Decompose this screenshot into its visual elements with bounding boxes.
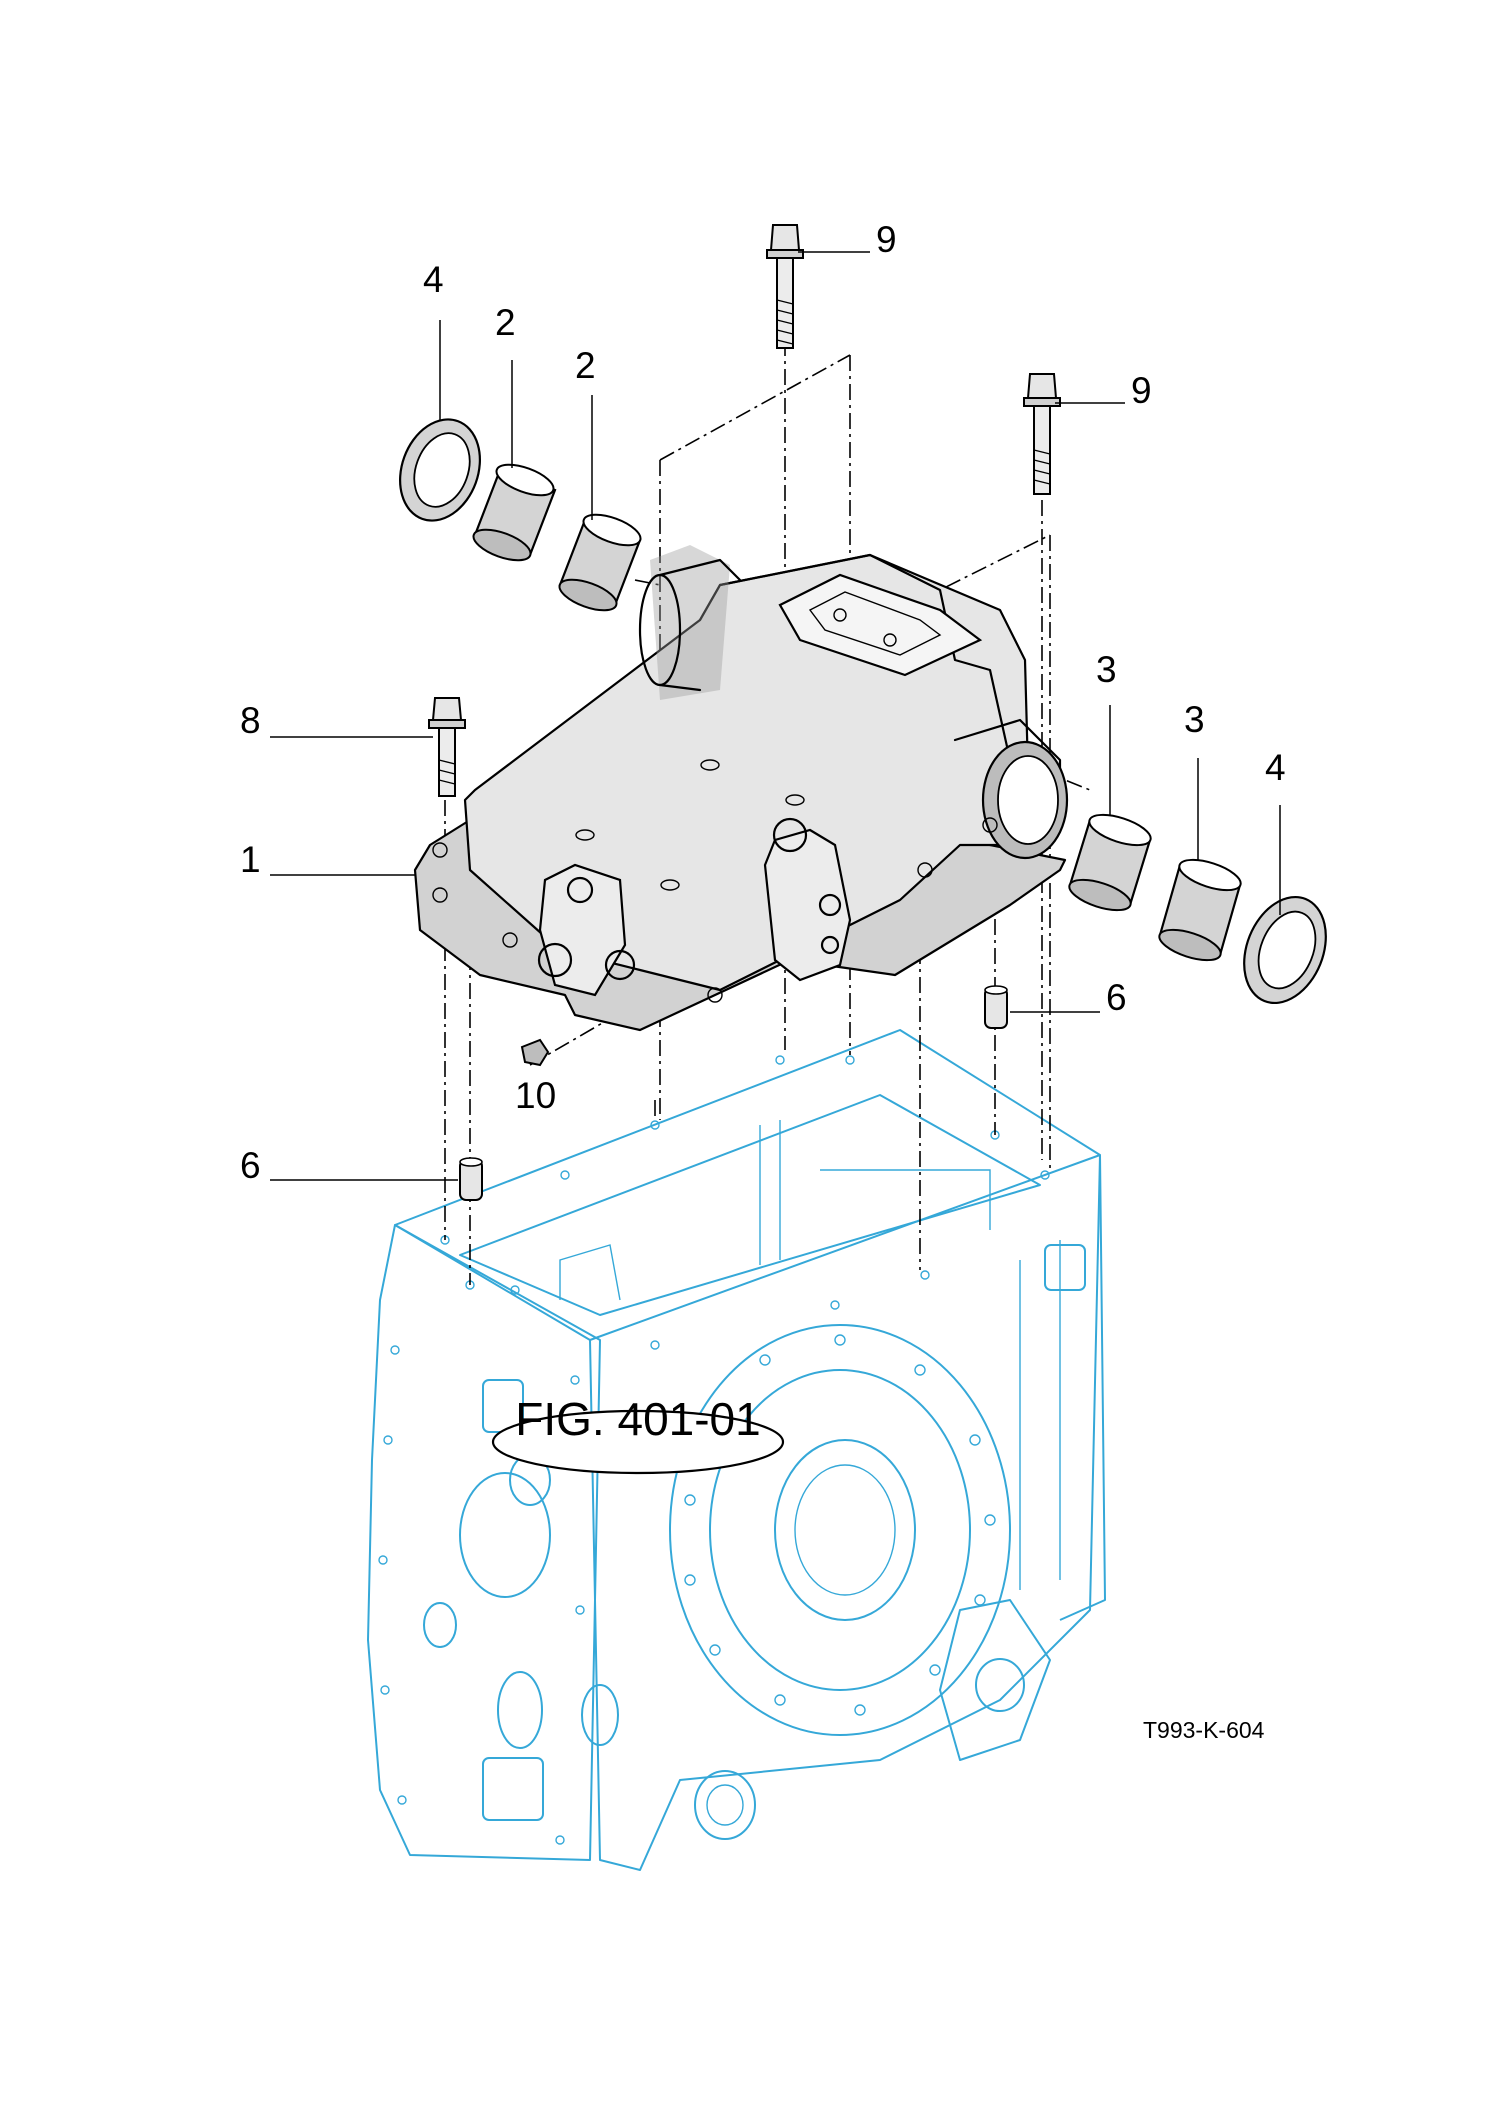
bush-left-inner (558, 513, 642, 612)
callouts: 4 2 2 9 9 3 3 4 8 1 6 6 10 (240, 219, 1286, 1186)
callout-seal-right: 4 (1265, 747, 1286, 788)
callout-seal-left: 4 (423, 259, 444, 300)
callout-bolt-right: 9 (1131, 370, 1152, 411)
dowel-pin-left (459, 1157, 483, 1201)
callout-pin-left: 6 (240, 1145, 261, 1186)
hydraulic-lift-cover (413, 545, 1069, 1032)
callout-bush-right-inner: 3 (1096, 649, 1117, 690)
callout-bush-left-inner: 2 (575, 345, 596, 386)
callout-bush-right-outer: 3 (1184, 699, 1205, 740)
callout-cover: 1 (240, 839, 261, 880)
callout-bush-left-outer: 2 (495, 302, 516, 343)
leader-lines (270, 251, 1281, 1181)
bush-right-inner (1068, 813, 1152, 912)
dowel-pin-right (984, 985, 1008, 1029)
bolt-top (766, 224, 804, 349)
callout-bolt-top: 9 (876, 219, 897, 260)
callout-plug: 10 (515, 1075, 556, 1116)
seal-left (399, 418, 481, 522)
figure-reference-label: FIG. 401-01 (515, 1393, 760, 1445)
bolt-right (1023, 373, 1061, 495)
plug (520, 1038, 550, 1067)
bush-left-outer (472, 463, 557, 562)
bolt-left (428, 697, 466, 797)
seal-right (1243, 895, 1327, 1005)
callout-bolt-left: 8 (240, 700, 261, 741)
drawing-code: T993-K-604 (1143, 1717, 1265, 1743)
callout-pin-right: 6 (1106, 977, 1127, 1018)
figure-reference: FIG. 401-01 (491, 1393, 785, 1475)
figure-reference-oval (491, 1409, 785, 1475)
bush-right-outer (1158, 858, 1242, 962)
